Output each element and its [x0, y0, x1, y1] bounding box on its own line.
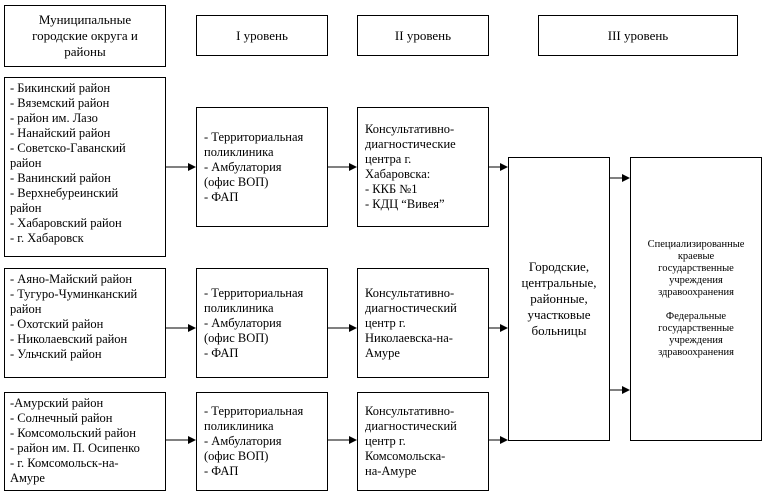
hospitals-line: участковые	[527, 307, 591, 322]
level1-line: - Амбулатория	[204, 159, 282, 174]
level2-box-khabarovsk: Консультативно- диагностические центра г…	[357, 107, 489, 227]
district-line: район	[10, 302, 42, 316]
hospitals-line: центральные,	[521, 275, 597, 290]
level3-box: Специализированные краевые государственн…	[630, 157, 762, 441]
district-line: - Комсомольский район	[10, 426, 136, 440]
level2-line: диагностические	[365, 137, 456, 151]
district-line: - Аяно-Майский район	[10, 272, 133, 286]
district-line: - Советско-Гаванский	[10, 141, 126, 155]
district-line: - г. Комсомольск-на-	[10, 456, 119, 470]
level3-federal-line: учреждения	[669, 335, 723, 346]
level1-line: - ФАП	[204, 345, 239, 360]
header-level-3-label: III уровень	[607, 28, 669, 43]
level2-line: на-Амуре	[365, 464, 417, 478]
level3-federal-line: государственные	[658, 323, 734, 334]
level1-line: - Амбулатория	[204, 434, 282, 448]
header-level-3: III уровень	[538, 15, 738, 56]
level2-line: Николаевска-на-	[365, 330, 453, 345]
district-line: -Амурский район	[10, 396, 104, 410]
hospitals-line: Городские,	[528, 259, 590, 274]
district-line: - район им. Лазо	[10, 111, 98, 125]
level1-line: поликлиника	[204, 419, 274, 433]
level2-line: Консультативно-	[365, 122, 455, 136]
district-group-2: - Аяно-Майский район - Тугуро-Чуминканск…	[4, 268, 166, 378]
header-level-1: I уровень	[196, 15, 328, 56]
level1-line: (офис ВОП)	[204, 330, 269, 345]
level2-box-nikolaevsk: Консультативно- диагностический центр г.…	[357, 268, 489, 378]
level2-line: Комсомольска-	[365, 449, 446, 463]
level3-federal-line: здравоохранения	[658, 347, 734, 358]
level2-line: - КДЦ “Вивея”	[365, 197, 445, 211]
district-line: район	[10, 201, 42, 215]
level1-line: (офис ВОП)	[204, 449, 269, 463]
district-line: - Ульчский район	[10, 347, 102, 361]
level3-regional-line: учреждения	[669, 275, 723, 286]
level1-line: - ФАП	[204, 464, 239, 478]
hospitals-box: Городские, центральные, районные, участк…	[508, 157, 610, 441]
level3-regional-line: государственные	[658, 263, 734, 274]
level1-line: поликлиника	[204, 300, 274, 315]
level1-line: - Амбулатория	[204, 315, 282, 330]
level2-line: центр г.	[365, 315, 406, 330]
district-group-3: -Амурский район - Солнечный район - Комс…	[4, 392, 166, 491]
hospitals-line: больницы	[531, 323, 587, 338]
district-line: - Охотский район	[10, 317, 104, 331]
header-level-2-label: II уровень	[394, 28, 452, 43]
level3-regional-line: краевые	[677, 251, 715, 262]
district-line: - Верхнебуреинский	[10, 186, 119, 200]
level2-line: диагностический	[365, 419, 457, 433]
level2-line: Консультативно-	[365, 404, 455, 418]
district-line: - Ванинский район	[10, 171, 111, 185]
level3-regional-line: Специализированные	[647, 239, 745, 250]
level1-line: (офис ВОП)	[204, 174, 269, 189]
district-line: район	[10, 156, 42, 170]
level2-line: Консультативно-	[365, 285, 455, 300]
level2-line: Хабаровска:	[365, 167, 431, 181]
level2-line: Амуре	[365, 345, 400, 360]
level1-line: - Территориальная	[204, 404, 304, 418]
district-line: - Солнечный район	[10, 411, 113, 425]
level1-box-3: - Территориальная поликлиника - Амбулато…	[196, 392, 328, 491]
district-group-1: - Бикинский район - Вяземский район - ра…	[4, 77, 166, 257]
hospitals-line: районные,	[530, 291, 588, 306]
district-line: - Николаевский район	[10, 332, 128, 346]
level2-box-komsomolsk: Консультативно- диагностический центр г.…	[357, 392, 489, 491]
level1-line: - Территориальная	[204, 129, 304, 144]
district-line: Амуре	[10, 471, 45, 485]
level1-line: - Территориальная	[204, 285, 304, 300]
level3-federal-line: Федеральные	[665, 311, 727, 322]
district-line: - Тугуро-Чуминканский	[10, 287, 138, 301]
header-level-2: II уровень	[357, 15, 489, 56]
level1-box-1: - Территориальная поликлиника - Амбулато…	[196, 107, 328, 227]
level3-regional-line: здравоохранения	[658, 287, 734, 298]
level2-line: центр г.	[365, 434, 406, 448]
district-line: - район им. П. Осипенко	[10, 441, 140, 455]
district-line: - Хабаровский район	[10, 216, 122, 230]
header-municipal: Муниципальные городские округа и районы	[4, 5, 166, 67]
district-line: - Бикинский район	[10, 81, 111, 95]
level2-line: - ККБ №1	[365, 182, 418, 196]
level1-line: - ФАП	[204, 189, 239, 204]
header-municipal-label: Муниципальные городские округа и районы	[32, 12, 138, 59]
header-level-1-label: I уровень	[236, 28, 288, 43]
level1-line: поликлиника	[204, 144, 274, 159]
level2-line: центра г.	[365, 152, 412, 166]
level1-box-2: - Территориальная поликлиника - Амбулато…	[196, 268, 328, 378]
district-line: - Нанайский район	[10, 126, 111, 140]
district-line: - Вяземский район	[10, 96, 110, 110]
level2-line: диагностический	[365, 300, 457, 315]
district-line: - г. Хабаровск	[10, 231, 84, 245]
